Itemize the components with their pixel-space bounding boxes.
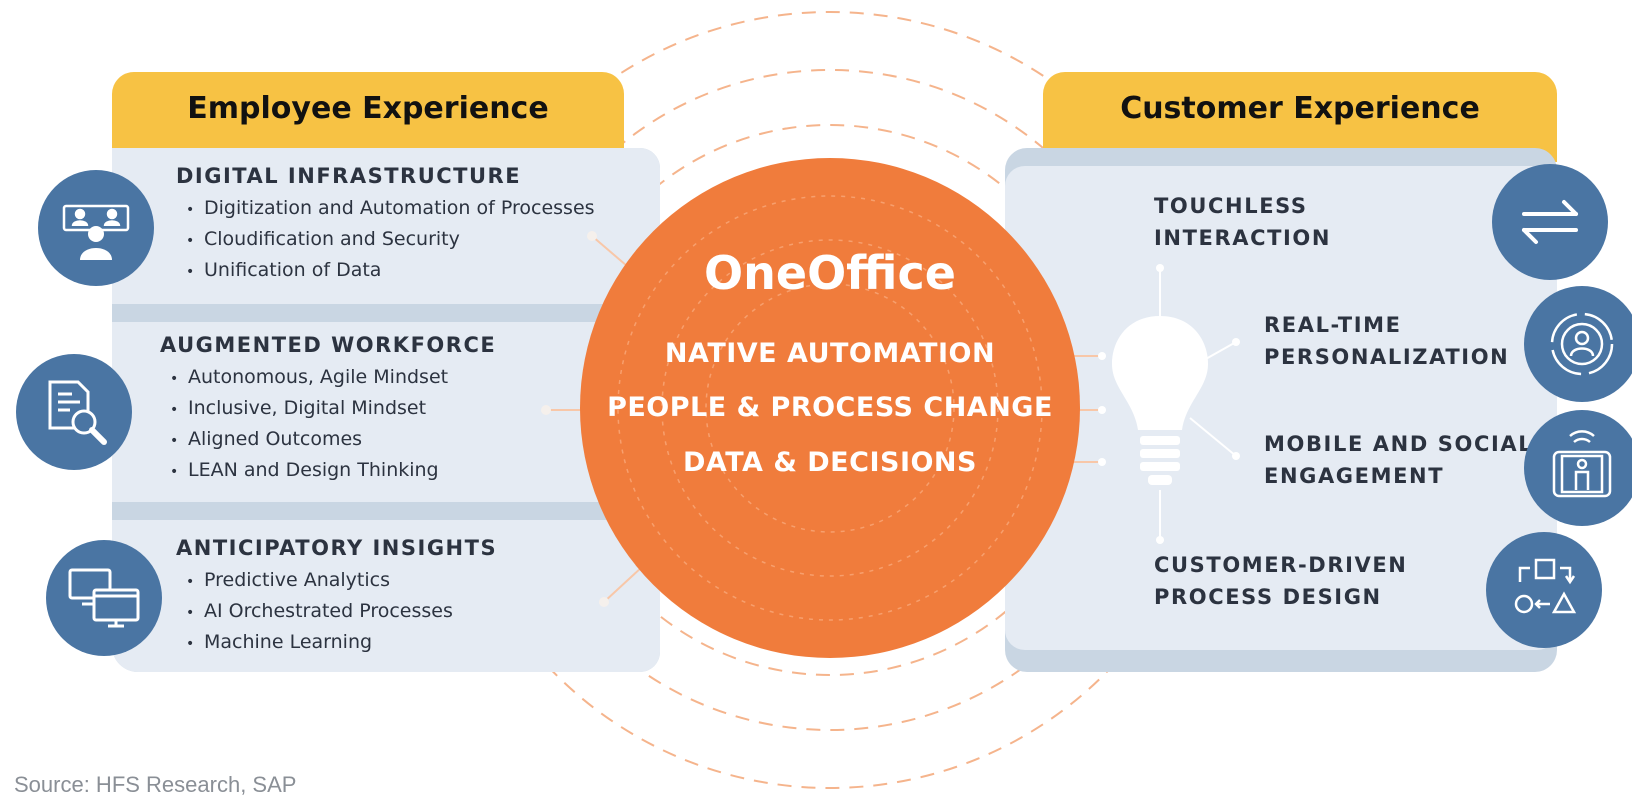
customer-item-line: PERSONALIZATION (1264, 345, 1510, 369)
section-list: Predictive Analytics AI Orchestrated Pro… (186, 565, 453, 658)
section-heading: ANTICIPATORY INSIGHTS (176, 536, 498, 560)
section-heading: DIGITAL INFRASTRUCTURE (176, 164, 522, 188)
list-item: LEAN and Design Thinking (170, 455, 448, 486)
customer-item-process-design: CUSTOMER-DRIVEN PROCESS DESIGN (1154, 549, 1407, 613)
video-meeting-icon (38, 170, 154, 286)
process-shapes-icon (1486, 532, 1602, 648)
customer-item-line: REAL-TIME (1264, 313, 1402, 337)
section-list: Digitization and Automation of Processes… (186, 193, 595, 286)
list-item: Digitization and Automation of Processes (186, 193, 595, 224)
list-item: AI Orchestrated Processes (186, 596, 453, 627)
list-item: Aligned Outcomes (170, 424, 448, 455)
center-line: PEOPLE & PROCESS CHANGE (607, 392, 1053, 423)
customer-item-mobile-social: MOBILE AND SOCIAL ENGAGEMENT (1264, 428, 1533, 492)
customer-experience-title: Customer Experience (1120, 91, 1480, 126)
list-item: Machine Learning (186, 627, 453, 658)
employee-experience-title: Employee Experience (187, 91, 549, 126)
section-heading: AUGMENTED WORKFORCE (160, 333, 497, 357)
swap-arrows-icon (1492, 164, 1608, 280)
customer-item-line: ENGAGEMENT (1264, 464, 1445, 488)
customer-item-touchless: TOUCHLESS INTERACTION (1154, 190, 1331, 254)
section-list: Autonomous, Agile Mindset Inclusive, Dig… (170, 362, 448, 486)
center-line: DATA & DECISIONS (683, 447, 977, 478)
customer-item-line: PROCESS DESIGN (1154, 585, 1382, 609)
customer-item-line: TOUCHLESS (1154, 194, 1308, 218)
customer-item-line: CUSTOMER-DRIVEN (1154, 553, 1408, 577)
customer-experience-header: Customer Experience (1043, 72, 1557, 162)
personalization-cycle-icon (1524, 286, 1632, 402)
monitors-icon (46, 540, 162, 656)
customer-item-personalization: REAL-TIME PERSONALIZATION (1264, 309, 1509, 373)
customer-items-block (1005, 166, 1557, 650)
list-item: Cloudification and Security (186, 224, 595, 255)
customer-item-line: INTERACTION (1154, 226, 1332, 250)
list-item: Unification of Data (186, 255, 595, 286)
list-item: Autonomous, Agile Mindset (170, 362, 448, 393)
customer-item-line: MOBILE AND SOCIAL (1264, 432, 1534, 456)
list-item: Inclusive, Digital Mindset (170, 393, 448, 424)
list-item: Predictive Analytics (186, 565, 453, 596)
source-note: Source: HFS Research, SAP (14, 772, 297, 797)
mobile-signal-icon (1524, 410, 1632, 526)
document-search-icon (16, 354, 132, 470)
employee-experience-header: Employee Experience (112, 72, 624, 162)
center-line: NATIVE AUTOMATION (664, 338, 996, 369)
oneoffice-title: OneOffice (704, 246, 956, 300)
